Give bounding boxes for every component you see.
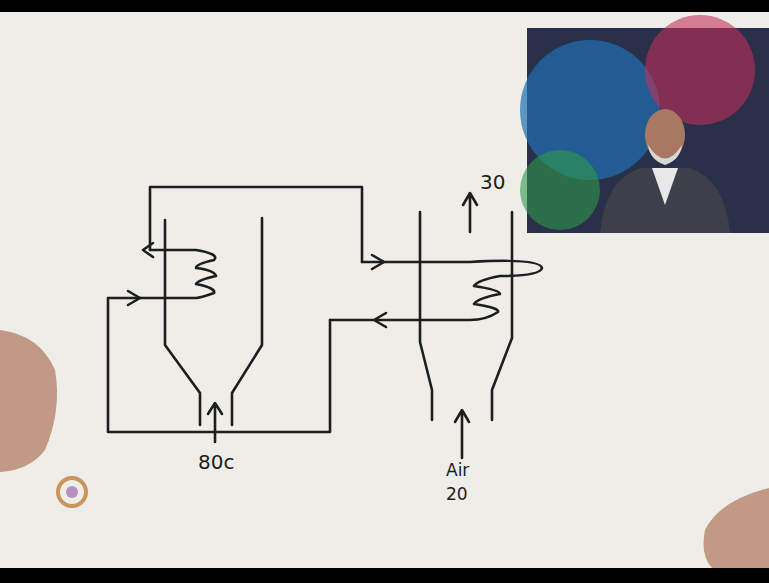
tower-wall <box>232 218 262 425</box>
tower-wall <box>492 212 512 420</box>
hand <box>0 330 57 472</box>
label-holder: 20 <box>446 486 468 503</box>
flow-label: 30 <box>480 172 505 192</box>
person <box>648 145 682 165</box>
logo <box>66 486 78 498</box>
coil <box>330 261 542 320</box>
arrowhead <box>128 291 140 305</box>
label-holder: 30 <box>480 172 505 192</box>
video-inset <box>520 15 769 233</box>
label-holder: 80c <box>198 452 234 472</box>
flow-arrow <box>455 410 469 458</box>
arrowhead <box>374 313 386 327</box>
flow-label: Air <box>446 462 469 479</box>
logo <box>58 478 86 506</box>
arrowhead <box>143 243 153 257</box>
arrowhead <box>372 255 384 269</box>
flow-arrow <box>463 193 477 232</box>
drawing <box>108 187 542 458</box>
inset-decor <box>520 150 600 230</box>
tower-wall <box>420 212 432 420</box>
flow-label: 20 <box>446 486 468 503</box>
flow-arrow <box>208 403 222 442</box>
label-holder: Air <box>446 462 469 479</box>
person <box>652 168 678 205</box>
person <box>600 168 730 233</box>
pipe <box>150 187 362 262</box>
bottom-bar <box>0 568 769 583</box>
hand <box>704 488 769 568</box>
pipe <box>108 298 330 432</box>
top-bar <box>0 0 769 12</box>
flow-label: 80c <box>198 452 234 472</box>
inset-decor <box>645 15 755 125</box>
